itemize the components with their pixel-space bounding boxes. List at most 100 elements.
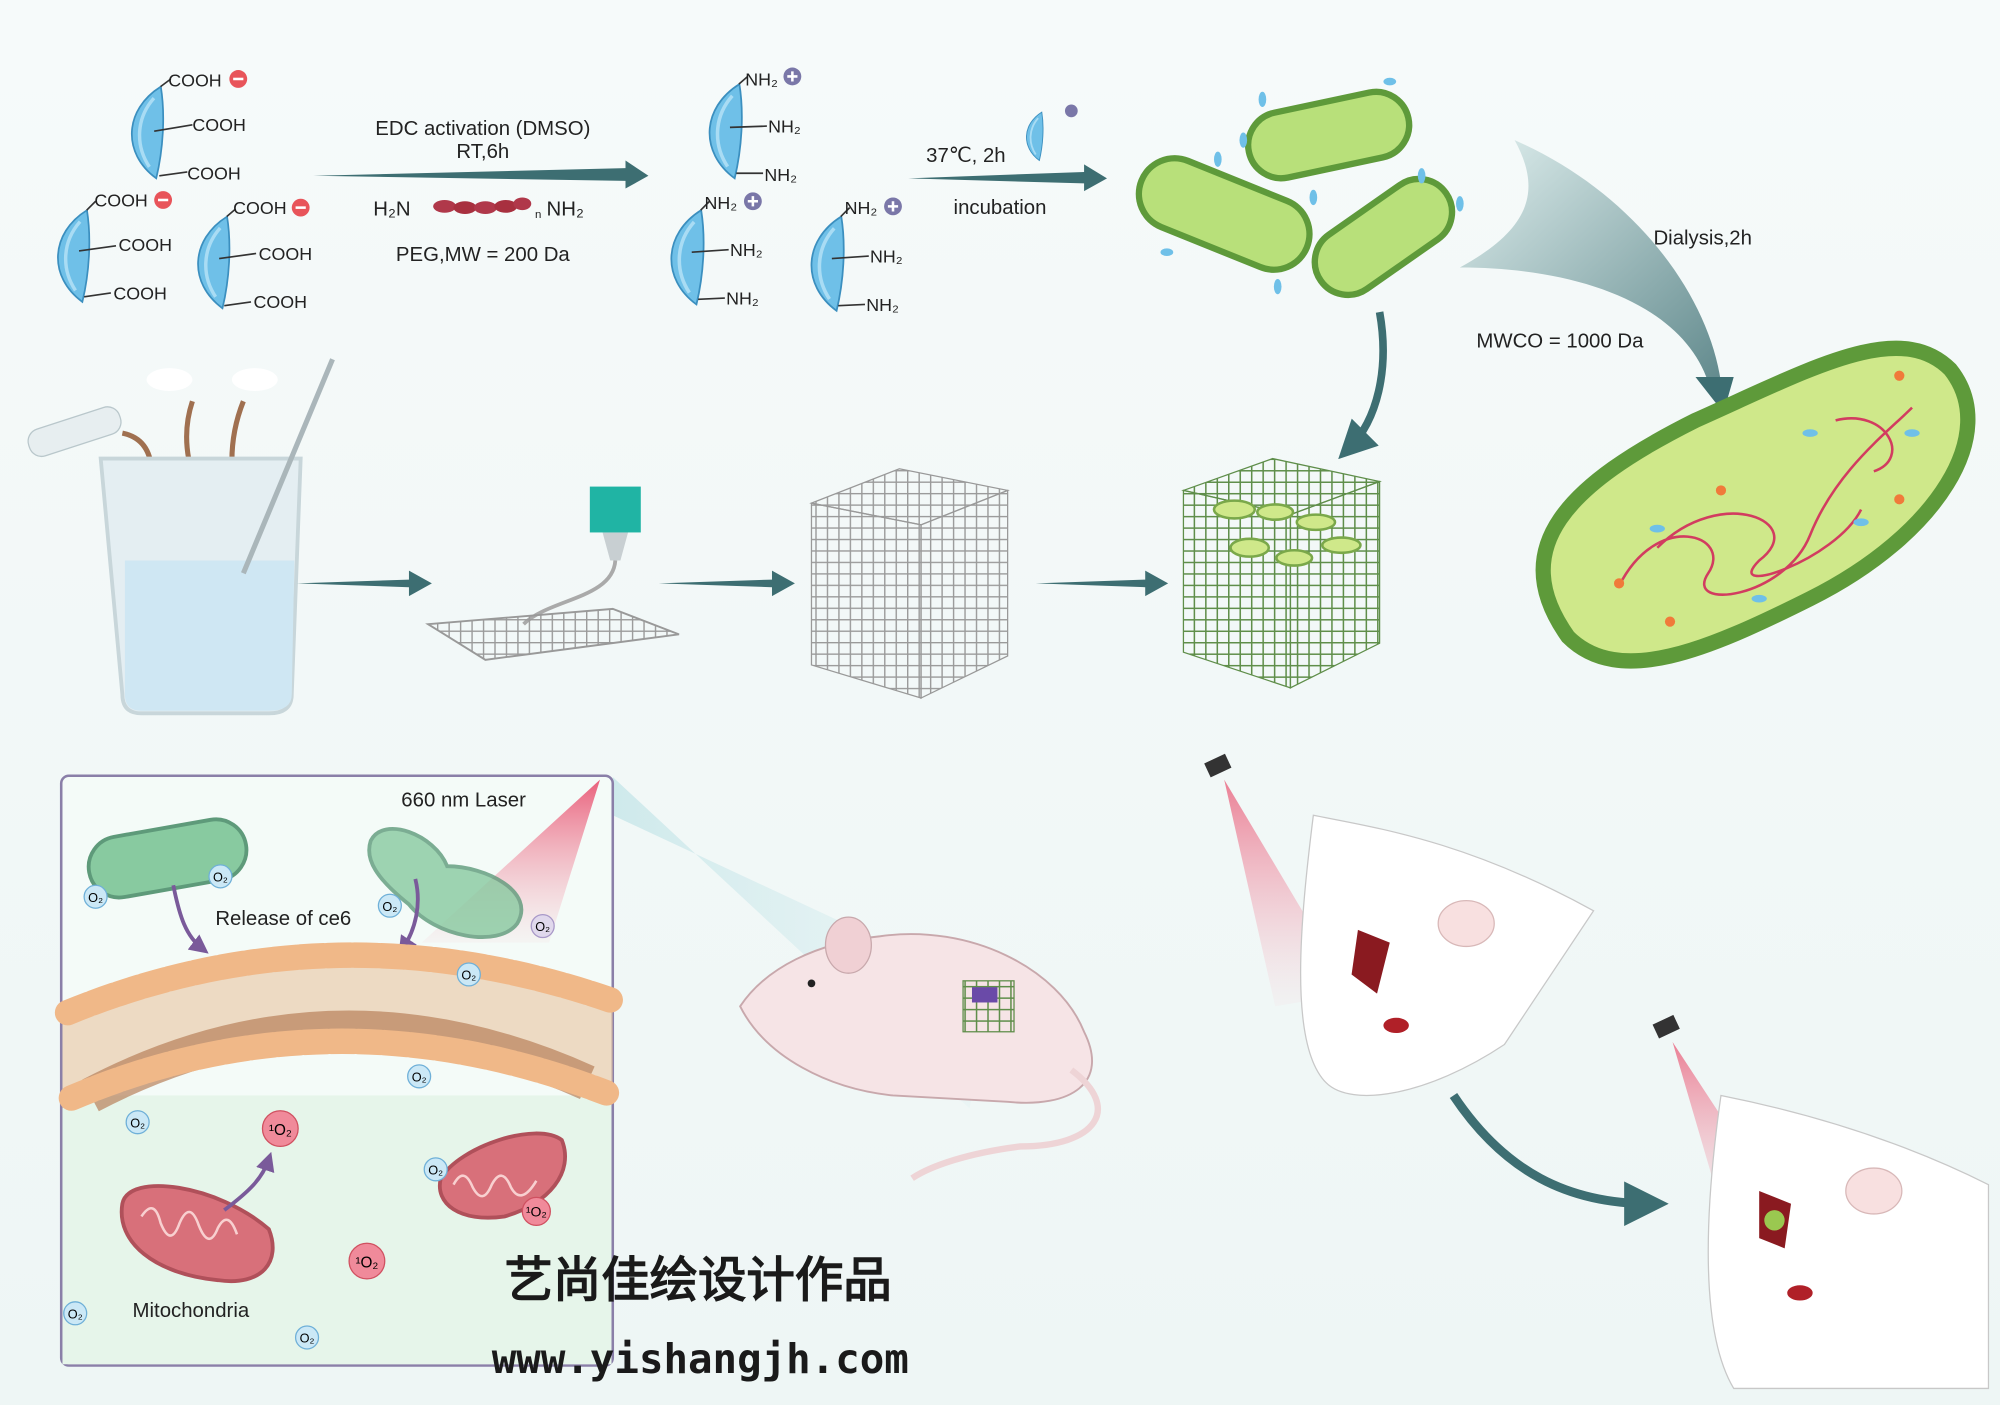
o2-icon: O₂ (423, 1157, 448, 1182)
mechanism-inset: 660 nm Laser Release of ce6 Mitochondria… (54, 774, 623, 1367)
nh2-label: NH₂ (730, 240, 763, 260)
svg-text:¹O₂: ¹O₂ (355, 1254, 378, 1271)
lens-molecule-icon (669, 208, 706, 307)
o2-icon: O₂ (63, 1301, 88, 1326)
nh2-label: NH₂ (768, 116, 801, 136)
watermark-title: 艺尚佳绘设计作品 (504, 1253, 891, 1309)
laser-label: 660 nm Laser (401, 789, 526, 811)
o2-icon: O₂ (407, 1064, 432, 1089)
arrow-icon (296, 570, 432, 597)
cooh-label: COOH (254, 292, 308, 312)
peg-amine-right: NH₂ (547, 198, 584, 220)
cooh-label: COOH (259, 244, 313, 264)
arrow-icon (313, 160, 649, 189)
o2-icon: O₂ (125, 1110, 150, 1135)
cooh-label: COOH (94, 190, 148, 210)
nh2-label: NH₂ (845, 198, 878, 218)
o2-icon: O₂ (83, 884, 108, 909)
svg-text:O₂: O₂ (68, 1306, 83, 1321)
beaker-icon (27, 358, 335, 716)
cooh-label: COOH (113, 283, 167, 303)
nh2-label: NH₂ (764, 165, 797, 185)
mitochondrion-icon (119, 1184, 275, 1284)
peg-amine-left: H₂N (373, 198, 410, 220)
o2-icon: O₂ (456, 962, 481, 987)
watermark-url: www.yishangjh.com (492, 1335, 909, 1383)
positive-charge-icon (1064, 104, 1078, 118)
lens-molecule-icon (129, 84, 166, 181)
rat-laser-treatment-icon (1204, 753, 1595, 1097)
svg-text:O₂: O₂ (461, 968, 476, 983)
treatment-arrow-icon (1449, 1092, 1669, 1227)
peg-chain-icon (433, 197, 532, 214)
reaction-label: EDC activation (DMSO) (375, 118, 590, 140)
nh2-label: NH₂ (704, 193, 737, 213)
cooh-label: COOH (119, 235, 172, 255)
lens-molecule-icon (56, 208, 92, 304)
svg-text:¹O₂: ¹O₂ (526, 1203, 547, 1219)
nh2-label: NH₂ (745, 69, 778, 89)
bacterium-detail (1535, 340, 1976, 669)
mitochondria-label: Mitochondria (133, 1300, 250, 1322)
incubation-label: incubation (954, 197, 1047, 219)
nh2-label: NH₂ (866, 295, 899, 315)
mitochondrion-icon (437, 1131, 567, 1220)
svg-text:¹O₂: ¹O₂ (269, 1122, 292, 1139)
mwco-label: MWCO = 1000 Da (1476, 331, 1644, 353)
incubation-arrow: 37℃, 2h incubation (908, 104, 1107, 219)
o2-icon: O₂ (208, 864, 233, 889)
singlet-o2-icon: ¹O₂ (521, 1196, 551, 1227)
rat-laser-followup-icon (1652, 1014, 1990, 1390)
peg-label: PEG,MW = 200 Da (396, 244, 570, 266)
bacterium-icon (1311, 175, 1456, 299)
engineered-bacteria (1135, 77, 1464, 299)
edc-reaction-arrow: EDC activation (DMSO) RT,6h H₂N n NH₂ PE… (313, 118, 649, 266)
amine-molecules: NH₂ NH₂ NH₂ NH₂ NH₂ NH₂ NH₂ NH₂ NH₂ (669, 67, 903, 315)
dialysis-label: Dialysis,2h (1653, 228, 1752, 250)
arrow-icon (1035, 570, 1169, 597)
watermark: 艺尚佳绘设计作品 www.yishangjh.com (492, 1253, 909, 1383)
svg-text:O₂: O₂ (88, 890, 103, 905)
bacterium-icon (367, 827, 524, 939)
svg-text:O₂: O₂ (428, 1162, 443, 1177)
peg-repeat-n: n (535, 209, 541, 221)
cooh-label: COOH (192, 115, 246, 135)
cooh-label: COOH (168, 71, 222, 91)
oxygen-molecules: O₂ O₂ O₂ O₂ O₂ O₂ O₂ O₂ O₂ O₂ ¹O₂ ¹O₂ ¹O… (63, 864, 555, 1350)
svg-text:O₂: O₂ (300, 1331, 315, 1346)
mouse-with-implant-icon (739, 916, 1101, 1181)
nh2-label: NH₂ (870, 246, 903, 266)
svg-text:O₂: O₂ (382, 899, 397, 914)
3d-printer-icon (425, 486, 680, 661)
dialysis-arrow: Dialysis,2h MWCO = 1000 Da (1459, 140, 1752, 413)
scaffold-lattice-icon (809, 468, 1010, 700)
reaction-conditions: RT,6h (456, 141, 509, 163)
o2-icon: O₂ (530, 913, 555, 939)
o2-icon: O₂ (377, 893, 402, 918)
bacterium-icon (1135, 155, 1313, 273)
bacteria-loaded-scaffold-icon (1181, 457, 1382, 689)
bacterium-icon (1244, 88, 1413, 182)
lens-molecule-icon (707, 82, 744, 181)
svg-text:O₂: O₂ (535, 919, 550, 934)
cooh-label: COOH (187, 164, 241, 184)
arrow-icon (658, 570, 795, 597)
loading-arrow-icon (1338, 311, 1387, 460)
svg-text:O₂: O₂ (412, 1069, 427, 1084)
release-label: Release of ce6 (215, 908, 351, 930)
cooh-label: COOH (233, 198, 286, 218)
lens-molecule-icon (196, 214, 232, 311)
svg-text:O₂: O₂ (213, 869, 228, 884)
arrow-icon (908, 164, 1107, 192)
incubation-conditions: 37℃, 2h (926, 145, 1006, 167)
carboxyl-molecules: COOH COOH COOH COOH COOH COOH COOH COOH … (56, 70, 313, 312)
o2-icon: O₂ (294, 1325, 320, 1350)
cell-membrane (54, 942, 623, 1112)
lens-molecule-small-icon (1025, 111, 1045, 162)
singlet-o2-icon: ¹O₂ (261, 1110, 299, 1148)
singlet-o2-icon: ¹O₂ (348, 1242, 386, 1280)
nh2-label: NH₂ (726, 288, 759, 308)
lens-molecule-icon (809, 214, 846, 313)
